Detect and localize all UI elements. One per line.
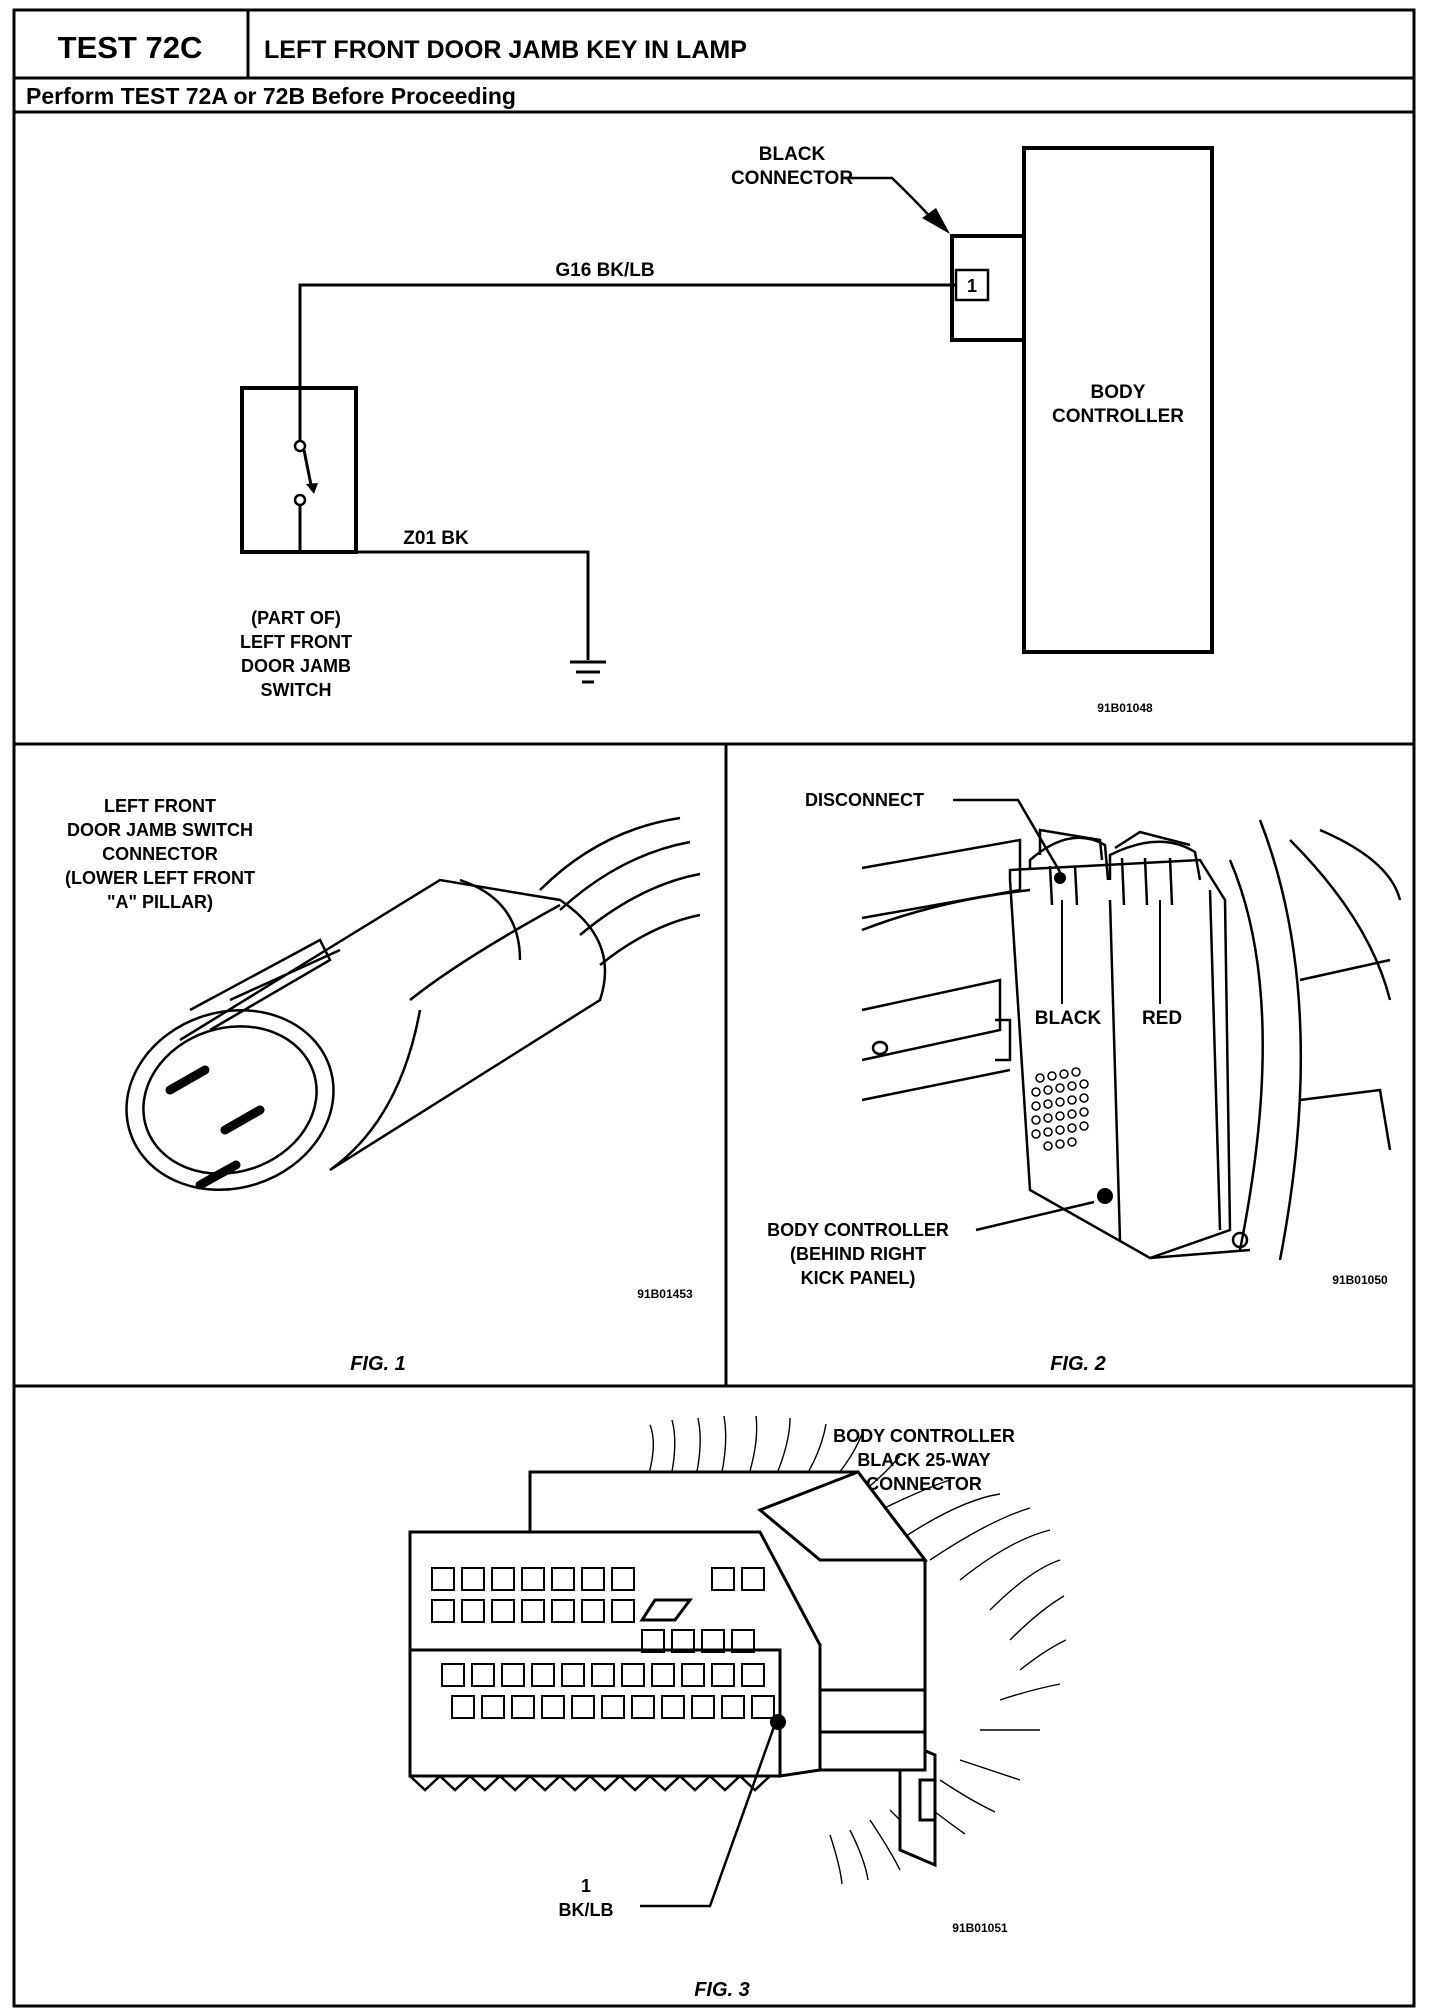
switch-contact-bottom — [293, 493, 307, 507]
fig2-controller-drawing — [861, 819, 1402, 1261]
connector-pin-number: 1 — [967, 276, 977, 296]
black-connector-label-2: CONNECTOR — [731, 168, 853, 189]
schematic-code: 91B01048 — [1097, 701, 1153, 715]
fig3-code: 91B01051 — [952, 1921, 1008, 1935]
fig2-bc-label-3: KICK PANEL) — [801, 1268, 916, 1288]
switch-label-2: LEFT FRONT — [240, 632, 352, 652]
test-title: LEFT FRONT DOOR JAMB KEY IN LAMP — [264, 36, 747, 64]
fig1-label-2: DOOR JAMB SWITCH — [67, 820, 253, 840]
schematic-diagram: BODY CONTROLLER 1 BLACK CONNECTOR G16 BK… — [240, 144, 1214, 715]
fig3-caption: FIG. 3 — [694, 1979, 750, 2001]
fig3-cavity-grid — [431, 1567, 775, 1719]
test-id: TEST 72C — [58, 30, 203, 65]
fig3-pin-number: 1 — [581, 1876, 591, 1896]
fig1-panel: LEFT FRONT DOOR JAMB SWITCH CONNECTOR (L… — [65, 796, 701, 1375]
wire-g16 — [298, 283, 956, 440]
fig2-vent-holes — [1031, 1067, 1089, 1151]
fig2-disconnect-leader — [953, 798, 1062, 873]
sheet-frame — [12, 8, 1416, 2008]
prerequisite-note: Perform TEST 72A or 72B Before Proceedin… — [26, 83, 516, 109]
fig2-disconnect-label: DISCONNECT — [805, 790, 924, 810]
fig1-label-3: CONNECTOR — [102, 844, 218, 864]
fig2-code: 91B01050 — [1332, 1273, 1388, 1287]
fig3-panel: BODY CONTROLLER BLACK 25-WAY CONNECTOR — [408, 1415, 1067, 2001]
fig3-pin1-leader — [640, 1723, 777, 1908]
wire-g16-label: G16 BK/LB — [555, 260, 654, 281]
switch-label-3: DOOR JAMB — [241, 656, 351, 676]
ground-symbol — [570, 660, 606, 684]
fig2-black-label: BLACK — [1035, 1008, 1102, 1029]
black-connector-label-1: BLACK — [759, 144, 826, 165]
fig3-label-3: CONNECTOR — [866, 1474, 982, 1494]
fig1-connector-drawing — [125, 816, 701, 1192]
fig1-label-1: LEFT FRONT — [104, 796, 216, 816]
fig3-label-1: BODY CONTROLLER — [833, 1426, 1015, 1446]
switch-label-4: SWITCH — [261, 680, 332, 700]
fig2-bc-leader — [975, 1200, 1095, 1232]
fig1-label-5: "A" PILLAR) — [107, 892, 213, 912]
fig2-red-label: RED — [1142, 1008, 1182, 1029]
fig2-panel: DISCONNECT BLACK RED BODY CONTROLLER (BE… — [767, 790, 1402, 1375]
wire-z01 — [298, 505, 590, 660]
switch-arrow — [306, 483, 318, 494]
connector-leader-line — [842, 176, 936, 223]
fig2-mounting-bolt — [1231, 1231, 1249, 1249]
body-controller-box — [1022, 146, 1214, 654]
fig3-pin-color: BK/LB — [559, 1900, 614, 1920]
fig1-label-4: (LOWER LEFT FRONT — [65, 868, 255, 888]
fig1-code: 91B01453 — [637, 1287, 693, 1301]
black-connector-box — [950, 234, 1026, 342]
fig3-bottom-teeth — [409, 1774, 780, 1792]
fig2-mounting-screw — [1097, 1188, 1113, 1204]
fig1-caption: FIG. 1 — [350, 1353, 406, 1375]
connector-arrowhead — [922, 208, 950, 234]
fig2-connector-latch — [1054, 872, 1066, 884]
fig3-label-2: BLACK 25-WAY — [857, 1450, 990, 1470]
wire-z01-label: Z01 BK — [403, 528, 469, 549]
switch-contact-top — [293, 439, 307, 453]
fig2-caption: FIG. 2 — [1050, 1353, 1106, 1375]
fig3-connector-housing — [408, 1470, 937, 1868]
switch-label-1: (PART OF) — [251, 608, 341, 628]
switch-blade — [302, 449, 314, 491]
body-controller-label-2: CONTROLLER — [1052, 406, 1184, 427]
body-controller-label-1: BODY — [1091, 382, 1146, 403]
fig2-bc-label-1: BODY CONTROLLER — [767, 1220, 949, 1240]
fig2-bc-label-2: (BEHIND RIGHT — [790, 1244, 926, 1264]
